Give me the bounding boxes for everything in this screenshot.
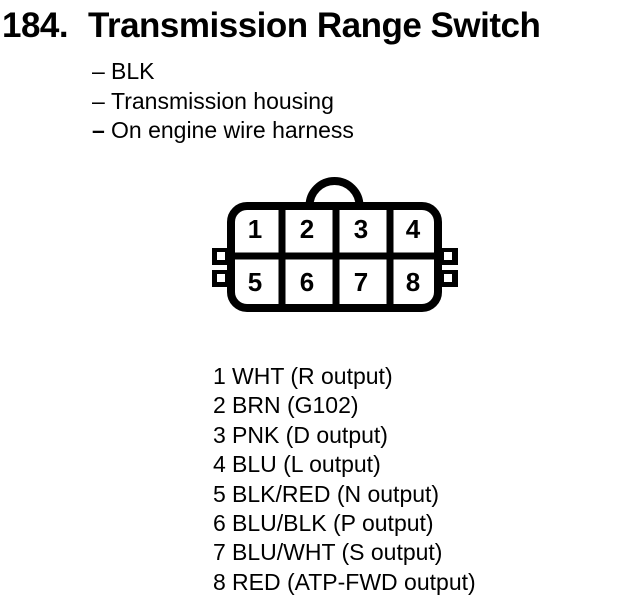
attribute-item: –On engine wire harness [92, 116, 354, 146]
dash-icon: – [92, 117, 105, 143]
pin-number: 3 [213, 421, 226, 448]
section-number: 184. [2, 6, 69, 45]
pin-number: 2 [213, 392, 226, 419]
section-heading: 184. Transmission Range Switch [2, 5, 541, 46]
pin-label: RED (ATP-FWD output) [232, 568, 476, 595]
section-title: Transmission Range Switch [88, 6, 541, 45]
connector-diagram: 1 2 3 4 5 6 7 8 [212, 177, 458, 312]
pin-cavity-number: 8 [406, 267, 420, 297]
keyway-arch [305, 177, 364, 207]
attribute-item: –BLK [92, 57, 354, 87]
attribute-list: –BLK –Transmission housing –On engine wi… [92, 57, 354, 146]
attribute-text: On engine wire harness [111, 117, 354, 143]
pin-number: 4 [213, 451, 226, 478]
pin-cavity-number: 3 [354, 214, 368, 244]
dash-icon: – [92, 58, 105, 84]
pin-cavity-number: 5 [248, 267, 262, 297]
pin-cavity-number: 4 [406, 214, 421, 244]
pin-number: 5 [213, 480, 226, 507]
pin-label: BRN (G102) [232, 392, 359, 419]
dash-icon: – [92, 87, 105, 114]
attribute-text: Transmission housing [111, 87, 334, 114]
pin-label: PNK (D output) [232, 421, 388, 448]
pin-label: BLK/RED (N output) [232, 480, 440, 507]
attribute-text: BLK [111, 58, 155, 84]
pin-number: 1 [213, 363, 226, 389]
attribute-item: –Transmission housing [92, 87, 354, 117]
pin-label: WHT (R output) [232, 363, 393, 389]
pin-cavity-number: 2 [300, 214, 314, 244]
pin-label: BLU (L output) [232, 451, 381, 478]
pin-number: 6 [213, 510, 226, 537]
pin-number: 7 [213, 539, 226, 566]
latch-tab-right-lower-hole [444, 274, 452, 282]
pin-cavity-number: 7 [354, 267, 368, 297]
pin-label: BLU/BLK (P output) [232, 510, 434, 537]
latch-tab-left-lower-hole [217, 274, 225, 282]
latch-tab-left-upper-hole [217, 252, 225, 260]
latch-tab-right-upper-hole [444, 252, 452, 260]
pin-label: BLU/WHT (S output) [232, 539, 443, 566]
pin-cavity-number: 1 [248, 214, 262, 244]
pin-cavity-number: 6 [300, 267, 314, 297]
pin-number: 8 [213, 568, 226, 595]
